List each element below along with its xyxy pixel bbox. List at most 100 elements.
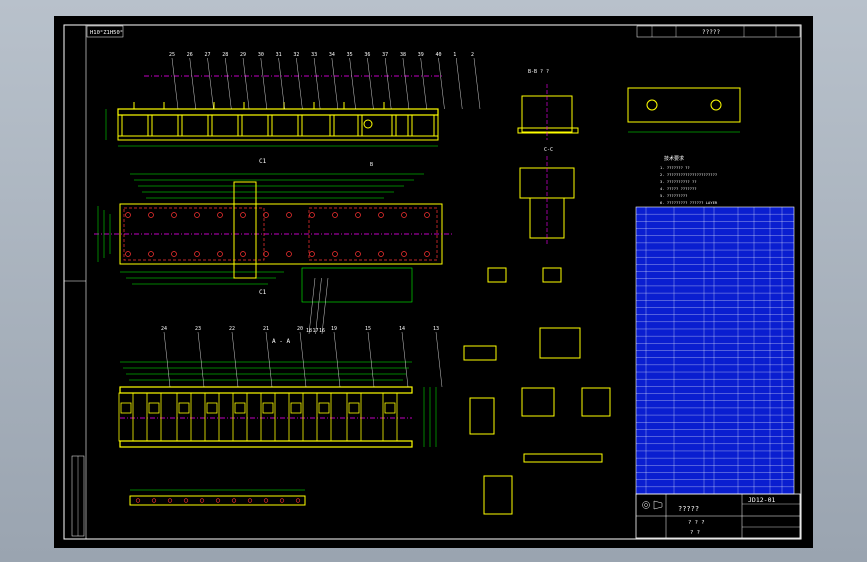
- bottom-strip-detail[interactable]: [129, 489, 306, 506]
- aa-balloon-leader: [401, 331, 409, 388]
- bottom-strip: [129, 495, 306, 506]
- plan-balloon-leader: [315, 277, 322, 335]
- plan-hole-bottom: [171, 251, 177, 257]
- aa-block-inner: [384, 402, 396, 414]
- plan-hole-bottom: [263, 251, 269, 257]
- top-dimensions: [105, 109, 438, 147]
- top-balloon-leader: [456, 57, 463, 110]
- top-post: [407, 114, 413, 137]
- aa-block-inner: [234, 402, 246, 414]
- plan-dimensions: [97, 173, 424, 285]
- top-balloon-label: 33: [311, 52, 317, 58]
- plan-hole-bottom: [217, 251, 223, 257]
- top-post: [297, 114, 303, 137]
- aa-block: [118, 392, 134, 442]
- top-strip-glyphs: ?????: [702, 29, 720, 36]
- top-balloon-leader: [438, 57, 445, 110]
- detail-plate-24[interactable]: [627, 87, 741, 133]
- aa-balloon-leader: [435, 331, 443, 388]
- aa-balloon-label: 13: [433, 326, 439, 332]
- top-balloon-label: 30: [258, 52, 264, 58]
- aa-balloon-label: 23: [195, 326, 201, 332]
- top-right-strip: ?????: [636, 25, 801, 38]
- corner-label: H10°Z1H50°: [90, 30, 123, 36]
- detail-part: [463, 345, 497, 361]
- top-post: [177, 114, 183, 137]
- plan-balloon-label: 16: [319, 328, 325, 334]
- bom-table[interactable]: [635, 206, 795, 495]
- note-line: 1. ??????? ??: [660, 165, 690, 170]
- top-balloon-label: 1: [453, 52, 456, 58]
- aa-blocks: [118, 392, 398, 442]
- plan-hole-top: [332, 212, 338, 218]
- plan-bolt-holes: [125, 212, 430, 257]
- top-balloon-leader: [420, 57, 427, 110]
- aa-block-inner: [318, 402, 330, 414]
- top-post: [147, 114, 153, 137]
- plan-hole-bottom: [424, 251, 430, 257]
- top-balloon-leader: [473, 57, 481, 110]
- aa-block-inner: [290, 402, 302, 414]
- strip-hole: [151, 498, 157, 503]
- aa-block: [288, 392, 304, 442]
- label-c1-bottom: C1: [259, 289, 267, 296]
- section-view-bb[interactable]: B-B ? ?: [517, 69, 579, 140]
- aa-block-inner: [148, 402, 160, 414]
- top-post: [391, 114, 397, 137]
- strip-hole: [215, 498, 221, 503]
- plan-hole-bottom: [332, 251, 338, 257]
- technical-notes: 技术要求 1. ??????? ??2. ???????????????????…: [660, 155, 718, 205]
- strip-hole: [231, 498, 237, 503]
- section-view-cc[interactable]: C-C: [519, 147, 575, 246]
- aa-balloon-leader: [333, 331, 341, 388]
- projection-symbol-inner: [644, 503, 648, 507]
- aa-block: [382, 392, 398, 442]
- plan-balloon-leader: [308, 277, 316, 335]
- detail-part: [542, 267, 562, 283]
- detail-part: [581, 387, 611, 417]
- top-balloon-label: 25: [169, 52, 175, 58]
- top-post: [117, 114, 123, 137]
- bom-grid: [636, 207, 794, 494]
- plan-hole-top: [148, 212, 154, 218]
- title-block-sub2: ? ?: [690, 530, 700, 536]
- top-pin-hole: [363, 119, 373, 129]
- top-balloon-label: 32: [293, 52, 299, 58]
- aa-balloon-label: 20: [297, 326, 303, 332]
- detail-part: [483, 475, 513, 515]
- top-balloon-leader: [189, 57, 196, 110]
- plan-hole-top: [424, 212, 430, 218]
- label-bb: B-B ? ?: [528, 69, 549, 75]
- top-balloon-label: 36: [364, 52, 370, 58]
- strip-hole: [279, 498, 285, 503]
- top-balloon-leader: [207, 57, 214, 110]
- detail-part: [469, 397, 495, 435]
- plan-hole-bottom: [125, 251, 131, 257]
- label-cc: C-C: [544, 147, 553, 153]
- strip-hole: [167, 498, 173, 503]
- plan-balloon-leader: [321, 277, 329, 335]
- title-block-sub1: ? ? ?: [688, 520, 705, 526]
- plan-balloon-label: 18: [306, 328, 312, 334]
- top-balloon-leader: [260, 57, 268, 110]
- plan-bracket: [233, 181, 257, 279]
- top-balloon-label: 31: [276, 52, 282, 58]
- plan-hole-top: [309, 212, 315, 218]
- plan-hole-bottom: [240, 251, 246, 257]
- top-balloon-leader: [367, 57, 374, 110]
- title-block[interactable]: ????? ? ? ? ? ? JD12-01: [635, 493, 801, 539]
- plan-hole-top: [263, 212, 269, 218]
- plan-lower-box: [301, 267, 413, 303]
- plan-hole-top: [286, 212, 292, 218]
- aa-block: [204, 392, 220, 442]
- plan-hole-top: [217, 212, 223, 218]
- plan-hole-bottom: [378, 251, 384, 257]
